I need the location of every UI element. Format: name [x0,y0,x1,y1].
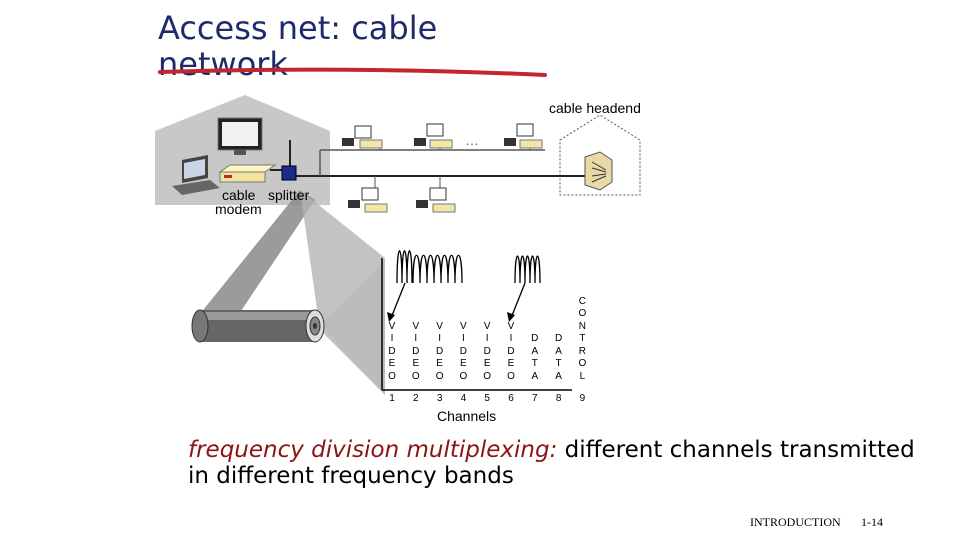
arrow-to-channel-1 [390,282,406,319]
channel-2-letter: D [412,345,420,357]
channel-3-letter: I [438,333,441,344]
signal-wave-2 [412,254,463,284]
channel-5-letter: E [483,358,491,369]
channel-4-letter: D [459,345,467,357]
splitter-label: splitter [268,187,310,203]
home-monitor-icon [217,117,263,155]
channel-number-8: 8 [555,393,562,404]
headend-house-outline [559,114,641,196]
coax-cable-icon [191,309,325,343]
channel-8-letter: T [555,358,562,369]
channel-3-letter: O [435,370,444,382]
channel-6-letter: I [509,333,513,344]
channel-7-letter: T [531,358,538,369]
channel-number-6: 6 [508,393,514,404]
fdm-rest: different channels transmitted [557,437,915,463]
signal-wave-1 [396,250,413,284]
channel-6-letter: O [507,370,515,382]
arrow-head-1 [387,312,395,322]
zoom-beam [195,190,315,335]
channel-number-2: 2 [413,393,419,404]
arrow-head-6 [507,312,515,322]
channel-3-letter: D [435,345,444,357]
home-laptop-icon [172,155,220,195]
channel-5-letter: I [485,333,489,344]
channel-6-letter: D [507,345,515,357]
channel-5-letter: D [483,345,491,357]
channel-2-letter: O [411,370,420,382]
channel-9-letter: T [579,333,586,344]
channel-5-letter: O [483,370,492,382]
slide-title: Access net: cable network [158,10,437,82]
title-line-1: Access net: cable [158,9,438,47]
channel-1-letter: D [388,345,396,357]
channel-1-letter: E [388,358,396,369]
channel-number-1: 1 [389,393,395,404]
fdm-description: frequency division multiplexing: differe… [188,437,915,489]
cable-modem-icon [218,164,277,183]
channel-number-4: 4 [460,393,467,404]
neighbor-computer-3 [504,123,543,149]
ellipsis-label: … [465,132,479,148]
arrow-to-channel-6 [510,282,526,319]
zoom-beam-join [320,260,385,395]
neighbor-computer-1 [342,125,383,149]
channels-axis-label: Channels [437,408,497,424]
channel-4-letter: E [460,358,467,369]
channel-4-letter: V [460,320,467,332]
channel-number-9: 9 [579,393,586,404]
neighbor-computer-4 [348,187,388,213]
channel-2-letter: I [414,333,418,344]
channel-2-letter: E [412,358,420,369]
channel-9-letter: N [578,320,586,332]
neighbor-computer-2 [414,123,453,149]
channel-8-letter: D [554,333,563,344]
cable-headend-label: cable headend [549,100,641,116]
channel-7-letter: D [531,333,539,344]
splitter-box [281,165,297,181]
channel-2-letter: V [412,320,420,332]
channel-1-letter: O [388,370,396,382]
channel-3-letter: V [436,320,443,332]
channel-number-5: 5 [484,393,490,404]
footer-section: INTRODUCTION [750,515,841,529]
channel-7-letter: A [531,345,539,357]
channel-4-letter: O [459,370,468,382]
footer-page-number: 1-14 [861,515,883,529]
channel-1-letter: I [390,333,394,344]
neighbor-computer-5 [416,187,456,213]
channel-number-3: 3 [436,393,443,404]
channel-7-letter: A [531,370,539,382]
channel-4-letter: I [462,333,465,344]
cable-modem-label-line2: modem [215,201,262,217]
signal-wave-3 [514,255,541,284]
cable-modem-label-line1: cable [222,187,256,203]
channel-8-letter: A [555,345,562,357]
channel-9-letter: L [579,370,586,382]
channel-6-letter: E [507,358,515,369]
fdm-emphasis: frequency division multiplexing: [188,437,558,463]
title-line-2: network [158,45,288,83]
channel-3-letter: E [436,358,443,369]
headend-equipment-icon [584,151,613,191]
channel-9-letter: C [578,295,586,307]
channel-6-letter: V [507,320,515,332]
fdm-line-2: in different frequency bands [188,463,514,489]
title-strike-line [158,67,547,77]
channel-9-letter: O [578,308,587,319]
channel-number-7: 7 [532,393,538,404]
channel-5-letter: V [483,320,491,332]
channel-1-letter: V [388,320,396,332]
channel-9-letter: O [578,358,587,369]
channel-9-letter: R [578,345,586,357]
channel-8-letter: A [555,370,562,382]
